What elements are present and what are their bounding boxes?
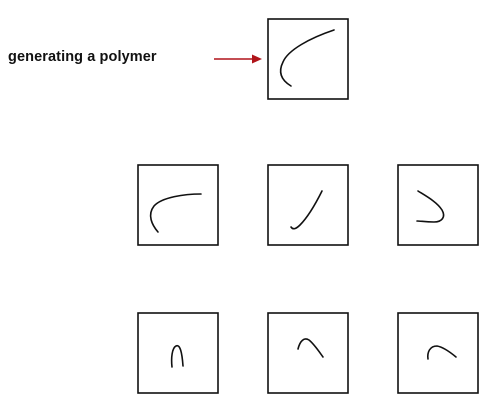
polymer-box-row2-1 (137, 164, 219, 246)
polymer-box-frame (137, 164, 219, 246)
polymer-box-row2-3 (397, 164, 479, 246)
polymer-curve (149, 193, 202, 233)
polymer-curve (416, 190, 445, 223)
polymer-box-source (267, 18, 349, 100)
polymer-curve (170, 344, 184, 368)
polymer-curve (297, 338, 324, 358)
polymer-curve (290, 190, 323, 230)
polymer-curve (279, 29, 335, 87)
polymer-box-frame (267, 164, 349, 246)
polymer-box-frame (397, 312, 479, 394)
polymer-curve (427, 345, 457, 360)
polymer-box-row3-1 (137, 312, 219, 394)
polymer-box-frame (267, 312, 349, 394)
generating-polymer-label: generating a polymer (8, 49, 157, 65)
polymer-box-row3-3 (397, 312, 479, 394)
polymer-box-row3-2 (267, 312, 349, 394)
arrow-head (252, 54, 262, 64)
polymer-box-frame (137, 312, 219, 394)
polymer-box-row2-2 (267, 164, 349, 246)
arrow-to-polymer (214, 54, 262, 64)
polymer-box-frame (267, 18, 349, 100)
